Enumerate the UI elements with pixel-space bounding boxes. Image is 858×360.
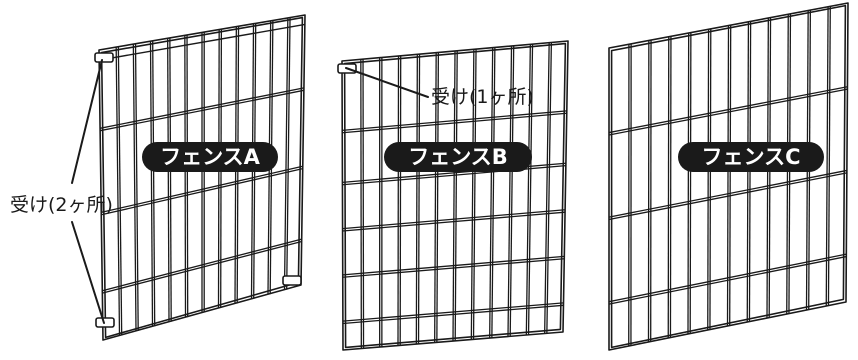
label-fence-a: フェンスA (142, 142, 278, 172)
fence-b-panel (341, 40, 569, 351)
fence-a-panel (98, 14, 306, 341)
fence-b-frame-inner (343, 42, 567, 349)
hook-a-bottom-right (282, 275, 302, 286)
label-fence-c-bg (678, 142, 824, 172)
label-fence-c-text: フェンスC (702, 145, 801, 169)
leader-line-b (345, 67, 429, 98)
fence-c-horizontal-wire (608, 172, 848, 221)
fence-b-vertical-wire (470, 49, 475, 340)
fence-b-horizontal-wire (342, 304, 564, 325)
label-fence-b-bg (384, 142, 532, 172)
fence-c-vertical-wire (707, 29, 710, 331)
leader-line-lower (71, 221, 105, 324)
label-fence-b: フェンスB (384, 142, 532, 172)
fence-b-vertical-wire (360, 59, 362, 349)
fence-b-vertical-wire (472, 49, 477, 340)
hooks (94, 52, 357, 328)
fence-c-horizontal-wire (608, 169, 848, 218)
fence-c-vertical-wire (825, 6, 829, 307)
fence-a-vertical-wire (169, 38, 172, 322)
fence-b-horizontal-wire (342, 112, 567, 134)
leader-lines (71, 59, 429, 324)
fence-b-vertical-wire (397, 55, 400, 346)
fence-c-horizontal-wire (608, 255, 847, 305)
leader-line-upper (71, 59, 103, 184)
fence-a-vertical-wire (115, 47, 121, 336)
fence-b-horizontal-wire (342, 211, 566, 232)
fence-b-horizontal-wire (342, 258, 565, 278)
hook-a-top-left (94, 52, 114, 63)
fence-b-vertical-wire (454, 50, 458, 342)
label-fence-a-text: フェンスA (160, 145, 261, 169)
fence-a-vertical-wire (149, 41, 154, 327)
fence-b-vertical-wire (362, 59, 365, 349)
callout-one-hook: 受け(1ヶ所) (431, 86, 534, 108)
fence-b-vertical-wire (509, 45, 515, 337)
fence-c-vertical-wire (729, 25, 732, 327)
fence-a-vertical-wire (134, 44, 139, 331)
fence-c-frame-inner (610, 4, 847, 349)
fence-c-vertical-wire (687, 32, 690, 335)
fence-b-vertical-wire (544, 42, 550, 334)
fence-c-vertical-wire (827, 6, 831, 307)
fence-c-horizontal-wire (608, 253, 847, 303)
label-fence-c: フェンスC (678, 142, 824, 172)
fence-c-horizontal-wire (608, 86, 848, 134)
label-fence-b-text: フェンスB (408, 145, 508, 169)
fence-a-vertical-wire (132, 44, 137, 331)
fence-b-vertical-wire (507, 45, 513, 337)
fence-a-vertical-wire (186, 35, 189, 318)
fence-b-horizontal-wire (342, 110, 567, 132)
fence-a-vertical-wire (117, 47, 123, 336)
fence-a-horizontal-wire (101, 167, 303, 216)
fence-a-vertical-wire (167, 38, 170, 322)
fence-b-vertical-wire (417, 54, 421, 345)
fence-b-vertical-wire (491, 47, 496, 339)
fence-a-vertical-wire (286, 17, 291, 290)
fence-c-horizontal-wire (608, 88, 848, 136)
fence-a-horizontal-wire (99, 87, 305, 129)
fence-b-vertical-wire (525, 44, 531, 336)
fence-c-vertical-wire (667, 36, 670, 339)
fence-b-vertical-wire (436, 52, 440, 343)
fence-c-vertical-wire (689, 32, 692, 335)
callout-two-hooks: 受け(2ヶ所) (10, 194, 113, 216)
fence-c-panel (608, 2, 849, 351)
fence-a-vertical-wire (184, 35, 187, 318)
fence-a-vertical-wire (283, 17, 289, 290)
hook-a-bottom-left (95, 317, 115, 328)
fence-b-vertical-wire (415, 54, 418, 345)
fence-b-vertical-wire (489, 47, 494, 339)
fence-b-vertical-wire (527, 44, 534, 336)
fence-a-horizontal-wire (99, 89, 305, 132)
fence-a-horizontal-wire (101, 165, 303, 214)
fence-b-horizontal-wire (342, 302, 564, 322)
fence-b-vertical-wire (399, 55, 402, 346)
label-fence-a-bg (142, 142, 278, 172)
fence-b-vertical-wire (546, 42, 553, 334)
fence-a-horizontal-wire (102, 238, 302, 292)
fence-b-horizontal-wire (342, 255, 565, 276)
fence-b-vertical-wire (452, 50, 456, 342)
fence-b-horizontal-wire (342, 209, 566, 230)
fence-b-horizontal-wire (342, 164, 566, 186)
fence-a-horizontal-wire (102, 240, 302, 294)
fence-c-vertical-wire (709, 29, 712, 331)
fence-a-vertical-wire (152, 41, 156, 327)
fence-b-vertical-wire (434, 52, 437, 343)
fence-c-vertical-wire (726, 25, 730, 327)
fence-c-vertical-wire (669, 36, 672, 339)
